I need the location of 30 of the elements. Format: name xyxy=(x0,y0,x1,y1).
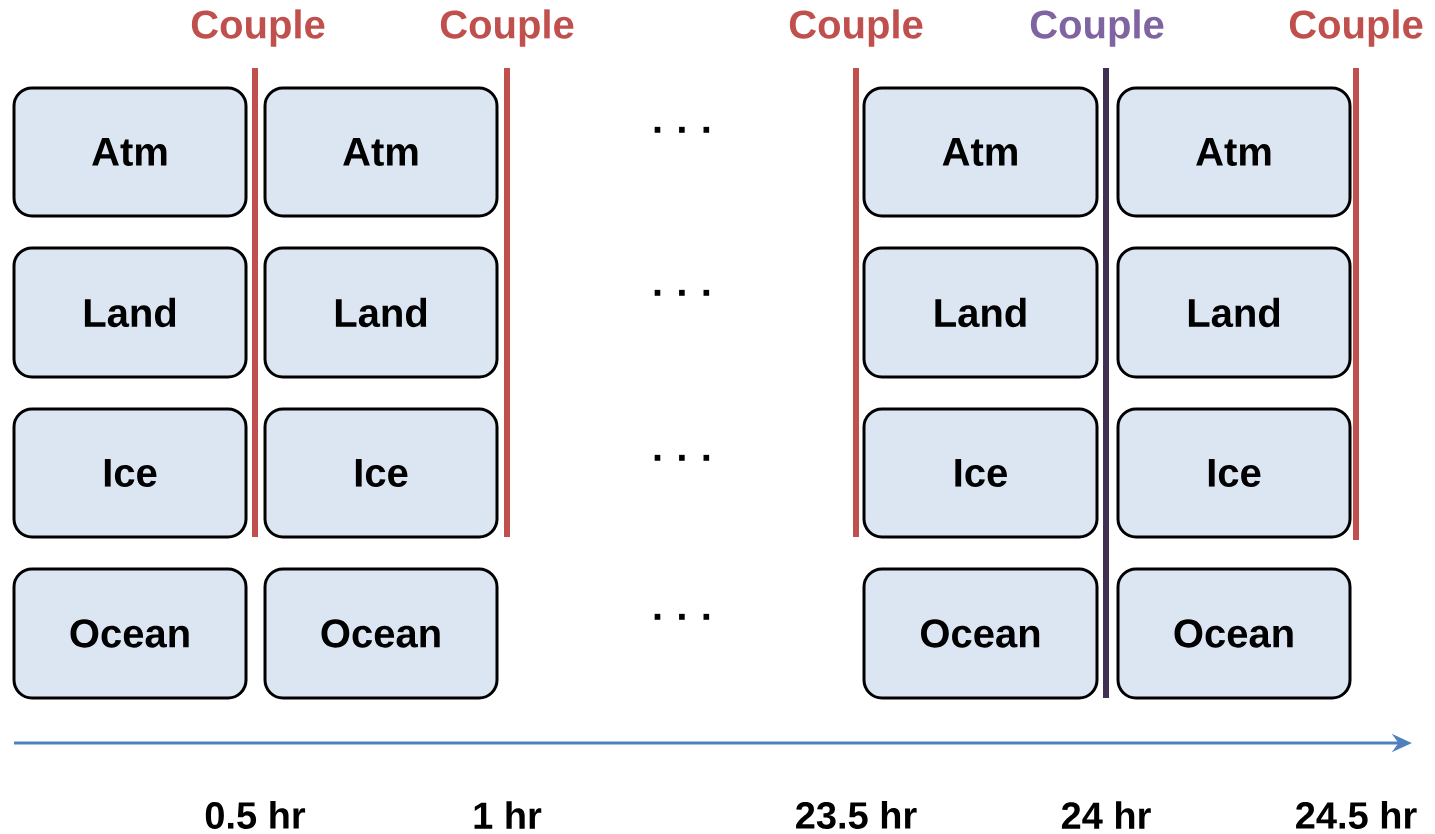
model-box: Land xyxy=(12,246,248,379)
model-box: Ocean xyxy=(862,567,1099,700)
model-box: Ocean xyxy=(12,567,248,700)
time-label: 23.5 hr xyxy=(796,801,917,829)
model-box: Land xyxy=(1116,246,1352,379)
couple-label: Couple xyxy=(1030,9,1164,47)
model-box: Atm xyxy=(1116,86,1352,218)
model-box: Ocean xyxy=(1116,567,1352,700)
model-box: Ocean xyxy=(263,567,499,700)
model-box: Ice xyxy=(1116,407,1352,539)
ellipsis: · · · xyxy=(654,126,710,133)
ellipsis: · · · xyxy=(654,289,710,296)
model-box: Atm xyxy=(263,86,499,218)
model-box: Ice xyxy=(862,407,1099,539)
couple-label: Couple xyxy=(1289,9,1423,47)
couple-label: Couple xyxy=(789,9,923,47)
time-label: 0.5 hr xyxy=(205,801,306,829)
time-label: 1 hr xyxy=(474,801,542,829)
couple-label: Couple xyxy=(191,9,325,47)
model-box: Land xyxy=(862,246,1099,379)
ellipsis: · · · xyxy=(654,454,710,461)
model-box: Land xyxy=(263,246,499,379)
model-box: Ice xyxy=(12,407,248,539)
couple-label: Couple xyxy=(440,9,574,47)
ellipsis: · · · xyxy=(654,613,710,620)
model-box: Atm xyxy=(12,86,248,218)
model-box: Atm xyxy=(862,86,1099,218)
time-label: 24 hr xyxy=(1061,801,1151,829)
model-box: Ice xyxy=(263,407,499,539)
time-label: 24.5 hr xyxy=(1296,801,1417,829)
